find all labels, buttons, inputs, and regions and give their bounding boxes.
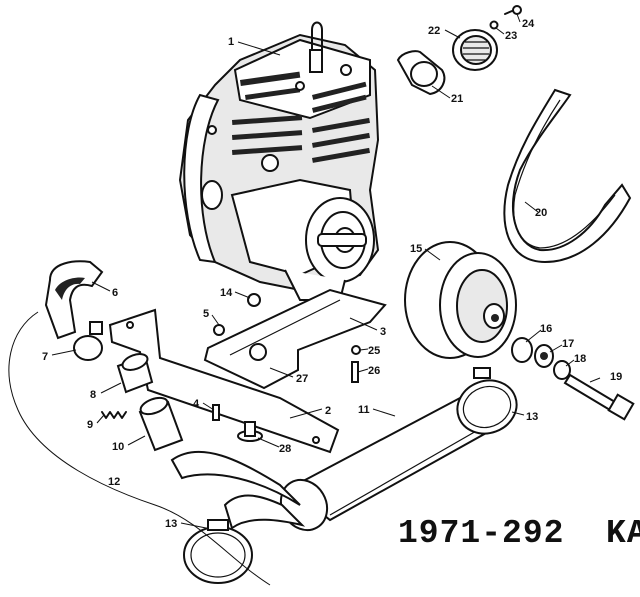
- callout-11: 11: [358, 404, 370, 416]
- callout-18: 18: [574, 353, 586, 365]
- callout-7: 7: [42, 351, 48, 363]
- callout-19: 19: [610, 371, 622, 383]
- callout-5: 5: [203, 308, 209, 320]
- pulley-hardware: [511, 337, 635, 421]
- intake-cover: [452, 29, 498, 71]
- callout-26: 26: [368, 365, 380, 377]
- clamp-lower: [183, 519, 253, 584]
- callout-2: 2: [325, 405, 331, 417]
- callout-28: 28: [279, 443, 291, 455]
- coupler-upper: [116, 353, 154, 394]
- callout-25: 25: [368, 345, 380, 357]
- clamp-upper: [456, 367, 518, 435]
- callout-8: 8: [90, 389, 96, 401]
- callout-6: 6: [112, 287, 118, 299]
- callout-13-upper: 13: [526, 411, 538, 423]
- callout-27: 27: [296, 373, 308, 385]
- mount-plate: [203, 288, 387, 390]
- callout-17: 17: [562, 338, 574, 350]
- callout-labels: 1 2 3 4 5 6 7 8 9 10 11 12 13 13 14 15 1…: [42, 18, 622, 530]
- callout-16: 16: [540, 323, 552, 335]
- callout-13-lower: 13: [165, 518, 177, 530]
- callout-9: 9: [87, 419, 93, 431]
- callout-20: 20: [535, 207, 547, 219]
- hardware: [212, 293, 361, 442]
- drive-belt: [503, 88, 632, 264]
- spring: [101, 411, 127, 419]
- callout-22: 22: [428, 25, 440, 37]
- coupler-lower: [138, 396, 184, 452]
- callout-12: 12: [108, 476, 120, 488]
- callout-14: 14: [220, 287, 233, 299]
- clutch-pulley: [404, 241, 517, 359]
- muffler: [170, 395, 493, 532]
- callout-23: 23: [505, 30, 517, 42]
- small-fasteners: [489, 5, 522, 30]
- callout-21: 21: [451, 93, 463, 105]
- callout-10: 10: [112, 441, 124, 453]
- callout-3: 3: [380, 326, 386, 338]
- callout-1: 1: [228, 36, 234, 48]
- leader-lines: [51, 13, 601, 529]
- model-label: 1971-292 KAW: [398, 515, 640, 552]
- exhaust-elbow: [44, 260, 104, 340]
- callout-15: 15: [410, 243, 422, 255]
- group-bracket-12: [8, 311, 271, 586]
- intake-gasket: [396, 50, 446, 96]
- callout-4: 4: [193, 398, 200, 410]
- exhaust-clamp: [73, 321, 103, 361]
- callout-24: 24: [522, 18, 535, 30]
- engine: [178, 21, 380, 301]
- mount-bracket: [108, 308, 340, 454]
